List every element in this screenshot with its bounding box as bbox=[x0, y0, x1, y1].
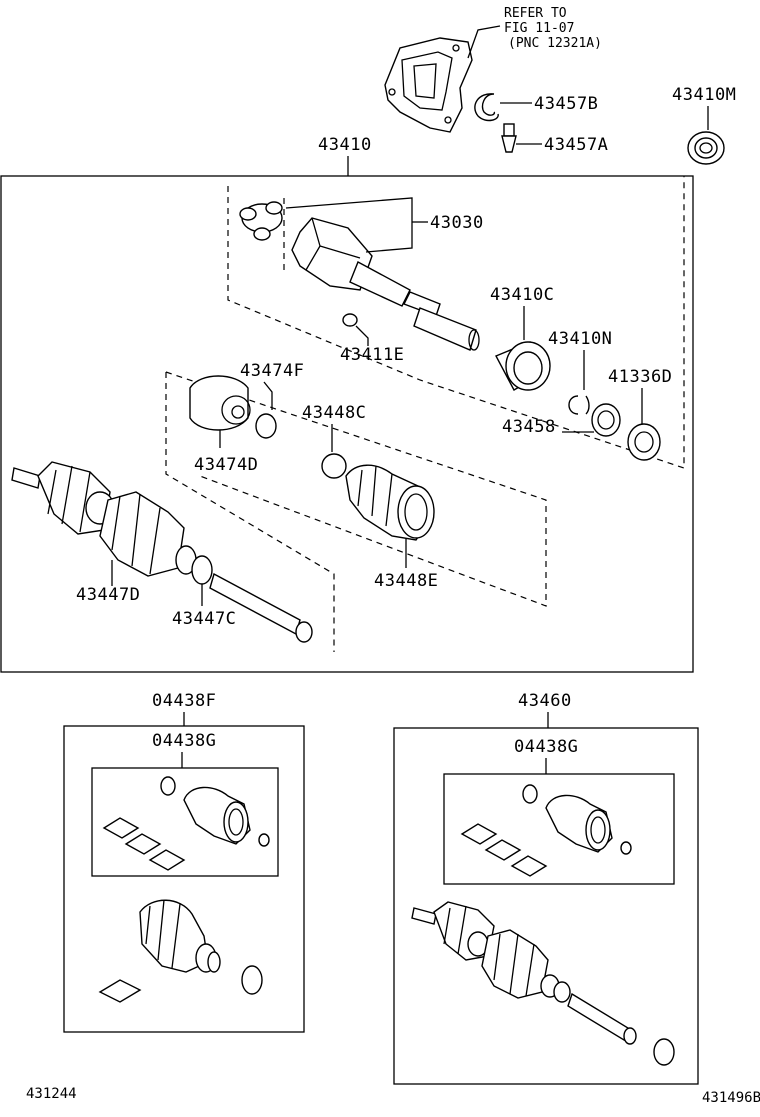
inner-group-dashed-upper bbox=[227, 176, 685, 469]
damper-43474D-drawing bbox=[189, 375, 251, 431]
label-43460: 43460 bbox=[518, 691, 572, 711]
reference-line-2: FIG 11-07 bbox=[504, 21, 574, 36]
label-43411E: 43411E bbox=[340, 345, 404, 365]
clamp-43474F-drawing bbox=[255, 413, 277, 439]
snap-ring-43411E-drawing bbox=[342, 313, 358, 327]
assembly-43410-box bbox=[0, 175, 694, 673]
bearing-43410M-drawing bbox=[687, 131, 725, 165]
kit-04438G-left-box bbox=[91, 767, 279, 877]
label-43410C: 43410C bbox=[490, 285, 554, 305]
label-43474D: 43474D bbox=[194, 455, 258, 475]
reference-line-1: REFER TO bbox=[504, 6, 567, 21]
kit-right-axle-drawing bbox=[411, 901, 675, 1066]
label-43457A: 43457A bbox=[544, 135, 608, 155]
reference-line-3: (PNC 12321A) bbox=[508, 36, 602, 51]
inner-joint-43030-drawing bbox=[239, 201, 480, 351]
pin-43457A-drawing bbox=[501, 123, 517, 153]
clamp-43448C-drawing bbox=[321, 453, 347, 479]
bearing-43458-drawing bbox=[591, 403, 621, 437]
kit-43460-box bbox=[393, 727, 699, 1085]
kit-left-outer-boot-drawing bbox=[98, 899, 263, 1003]
label-43474F: 43474F bbox=[240, 361, 304, 381]
label-04438F: 04438F bbox=[152, 691, 216, 711]
kit-right-inner-boot-drawing bbox=[460, 784, 632, 877]
footer-right-code: 431496B bbox=[702, 1090, 760, 1106]
label-43410M: 43410M bbox=[672, 85, 736, 105]
label-43410N: 43410N bbox=[548, 329, 612, 349]
inner-group-dashed-lower bbox=[165, 372, 335, 652]
kit-left-inner-boot-drawing bbox=[102, 776, 270, 871]
label-43458: 43458 bbox=[502, 417, 556, 437]
label-43448C: 43448C bbox=[302, 403, 366, 423]
label-04438G-left: 04438G bbox=[152, 731, 216, 751]
label-04438G-right: 04438G bbox=[514, 737, 578, 757]
bearing-43410C-drawing bbox=[495, 341, 551, 391]
outer-joint-43447D-drawing bbox=[11, 461, 313, 643]
footer-left-code: 431244 bbox=[26, 1086, 77, 1102]
kit-04438G-right-box bbox=[443, 773, 675, 885]
snap-ring-43457B-drawing bbox=[474, 93, 499, 122]
label-41336D: 41336D bbox=[608, 367, 672, 387]
label-43410: 43410 bbox=[318, 135, 372, 155]
kit-04438F-box bbox=[63, 725, 305, 1033]
label-43447C: 43447C bbox=[172, 609, 236, 629]
boot-43448E-drawing bbox=[345, 464, 435, 541]
transaxle-housing-drawing bbox=[384, 37, 473, 133]
label-43447D: 43447D bbox=[76, 585, 140, 605]
label-43030: 43030 bbox=[430, 213, 484, 233]
snap-ring-43410N-drawing bbox=[568, 395, 590, 415]
seal-41336D-drawing bbox=[627, 423, 661, 461]
label-43457B: 43457B bbox=[534, 94, 598, 114]
label-43448E: 43448E bbox=[374, 571, 438, 591]
reference-leader bbox=[467, 25, 501, 59]
